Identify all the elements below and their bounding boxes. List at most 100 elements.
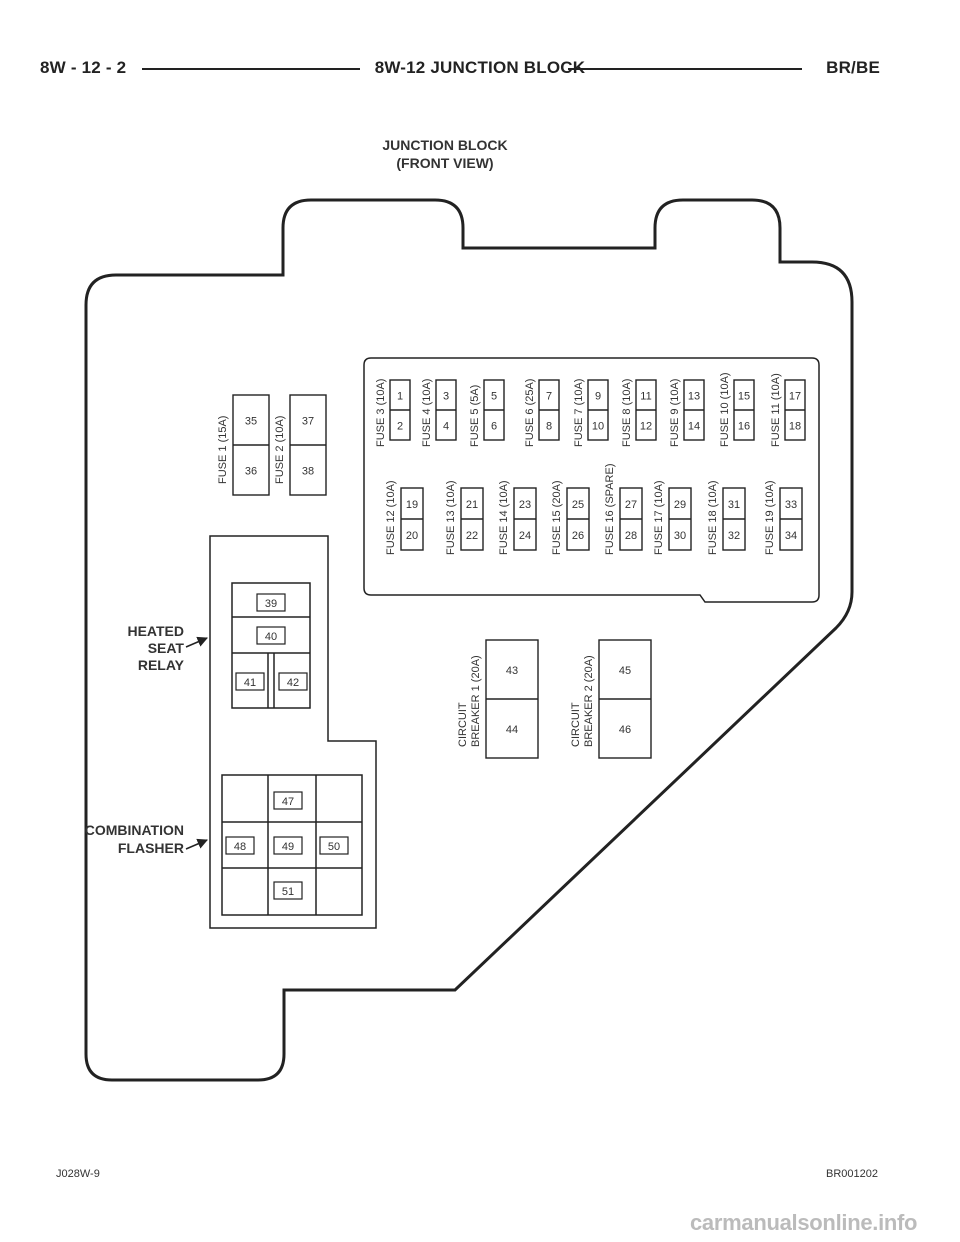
fuse-top-9-terminal-bottom: 18 <box>789 421 801 433</box>
terminal-39: 39 <box>265 598 277 610</box>
fuse-bottom-8-terminal-top: 33 <box>785 499 797 511</box>
fuse-bottom-6-label: FUSE 17 (10A) <box>653 480 665 555</box>
circuit-breaker-2-label-1: CIRCUIT <box>570 702 582 747</box>
page-number: 8W - 12 - 2 <box>40 58 127 77</box>
circuit-breaker-2-terminal-bottom: 46 <box>619 724 631 736</box>
fuse-bottom-3-terminal-bottom: 24 <box>519 530 531 542</box>
fuse-bottom-4: 25 26 FUSE 15 (20A) <box>551 480 590 555</box>
fuse-bottom-1-terminal-bottom: 20 <box>406 530 418 542</box>
circuit-breaker-1-label-2: BREAKER 1 (20A) <box>470 655 482 747</box>
large-fuse-group: 35 36 FUSE 1 (15A) 37 38 FUSE 2 (10A) <box>217 394 327 496</box>
fuse-bottom-5-label: FUSE 16 (SPARE) <box>604 464 616 556</box>
relay-socket <box>231 582 311 709</box>
circuit-breaker-1-terminal-bottom: 44 <box>506 724 518 736</box>
fuse-panel-outline <box>363 357 820 603</box>
terminal-51: 51 <box>282 886 294 898</box>
combination-flasher-label-1: COMBINATION <box>85 822 184 838</box>
fuse-top-8-label: FUSE 10 (10A) <box>719 372 731 447</box>
combination-flasher: 47 48 49 50 51 <box>221 774 363 916</box>
fuse-top-2: 3 4 FUSE 4 (10A) <box>421 379 457 447</box>
fuse-top-3: 5 6 FUSE 5 (5A) <box>469 379 505 447</box>
fuse-top-9-label: FUSE 11 (10A) <box>770 373 782 447</box>
fuse-bottom-7-terminal-top: 31 <box>728 499 740 511</box>
fuse-top-3-label: FUSE 5 (5A) <box>469 385 481 447</box>
fuse-top-4-label: FUSE 6 (25A) <box>524 379 536 447</box>
fuse-bottom-5-terminal-bottom: 28 <box>625 530 637 542</box>
fuse-large-2-terminal-bottom: 38 <box>302 466 314 478</box>
fuse-bottom-2-terminal-bottom: 22 <box>466 530 478 542</box>
fuse-large-2-label: FUSE 2 (10A) <box>274 416 286 484</box>
figure-code-right: BR001202 <box>826 1168 878 1180</box>
model-code: BR/BE <box>826 58 880 77</box>
header-rule-left <box>142 68 360 70</box>
fuse-top-5: 9 10 FUSE 7 (10A) <box>573 379 609 447</box>
circuit-breaker-1-terminal-top: 43 <box>506 665 518 677</box>
figure-code-left: J028W-9 <box>56 1168 100 1180</box>
fuse-top-2-label: FUSE 4 (10A) <box>421 379 433 447</box>
view-title-line2: (FRONT VIEW) <box>396 155 493 171</box>
terminal-40: 40 <box>265 631 277 643</box>
heated-seat-relay-label-1: HEATED <box>127 623 184 639</box>
heated-seat-relay-label-2: SEAT <box>148 640 185 656</box>
fuse-top-3-terminal-top: 5 <box>491 391 497 403</box>
fuse-large-1-label: FUSE 1 (15A) <box>217 416 229 484</box>
circuit-breaker-1-label-1: CIRCUIT <box>457 702 469 747</box>
fuse-top-4-terminal-top: 7 <box>546 391 552 403</box>
terminal-47: 47 <box>282 796 294 808</box>
fuse-top-1-terminal-top: 1 <box>397 391 403 403</box>
relay-panel-outline <box>209 535 377 929</box>
fuse-large-2-terminal-top: 37 <box>302 416 314 428</box>
fuse-bottom-4-terminal-bottom: 26 <box>572 530 584 542</box>
fuse-top-1-terminal-bottom: 2 <box>397 421 403 433</box>
header-rule-right <box>568 68 802 70</box>
terminal-50: 50 <box>328 841 340 853</box>
terminal-42: 42 <box>287 677 299 689</box>
fuse-large-2: 37 38 FUSE 2 (10A) <box>274 394 327 496</box>
circuit-breaker-2-terminal-top: 45 <box>619 665 631 677</box>
fuse-bottom-6-terminal-top: 29 <box>674 499 686 511</box>
fuse-large-1-terminal-top: 35 <box>245 416 257 428</box>
combination-flasher-label-2: FLASHER <box>118 840 184 856</box>
heated-seat-relay-label-3: RELAY <box>138 657 185 673</box>
fuse-bottom-1-label: FUSE 12 (10A) <box>385 480 397 555</box>
fuse-top-5-terminal-top: 9 <box>595 391 601 403</box>
fuse-top-2-terminal-top: 3 <box>443 391 449 403</box>
fuse-top-7-terminal-bottom: 14 <box>688 421 700 433</box>
fuse-top-5-terminal-bottom: 10 <box>592 421 604 433</box>
fuse-top-9: 17 18 FUSE 11 (10A) <box>770 373 806 447</box>
fuse-bottom-5-terminal-top: 27 <box>625 499 637 511</box>
fuse-bottom-8-terminal-bottom: 34 <box>785 530 797 542</box>
fuse-top-6-terminal-top: 11 <box>640 391 651 403</box>
fuse-large-1-terminal-bottom: 36 <box>245 466 257 478</box>
fuse-bottom-4-terminal-top: 25 <box>572 499 584 511</box>
fuse-top-6-terminal-bottom: 12 <box>640 421 652 433</box>
watermark: carmanualsonline.info <box>690 1210 918 1235</box>
heated-seat-relay: 39 40 41 42 <box>231 582 311 709</box>
fuse-top-2-terminal-bottom: 4 <box>443 421 449 433</box>
circuit-breaker-2-label-2: BREAKER 2 (20A) <box>583 655 595 747</box>
fuse-bottom-4-label: FUSE 15 (20A) <box>551 480 563 555</box>
terminal-49: 49 <box>282 841 294 853</box>
heated-seat-relay-arrow <box>185 636 208 648</box>
fuse-bottom-7-terminal-bottom: 32 <box>728 530 740 542</box>
fuse-top-7-terminal-top: 13 <box>688 391 700 403</box>
fuse-top-9-terminal-top: 17 <box>789 391 801 403</box>
fuse-top-5-label: FUSE 7 (10A) <box>573 379 585 447</box>
terminal-48: 48 <box>234 841 246 853</box>
combination-flasher-arrow <box>185 838 208 850</box>
fuse-bottom-3-label: FUSE 14 (10A) <box>498 480 510 555</box>
fuse-top-3-terminal-bottom: 6 <box>491 421 497 433</box>
